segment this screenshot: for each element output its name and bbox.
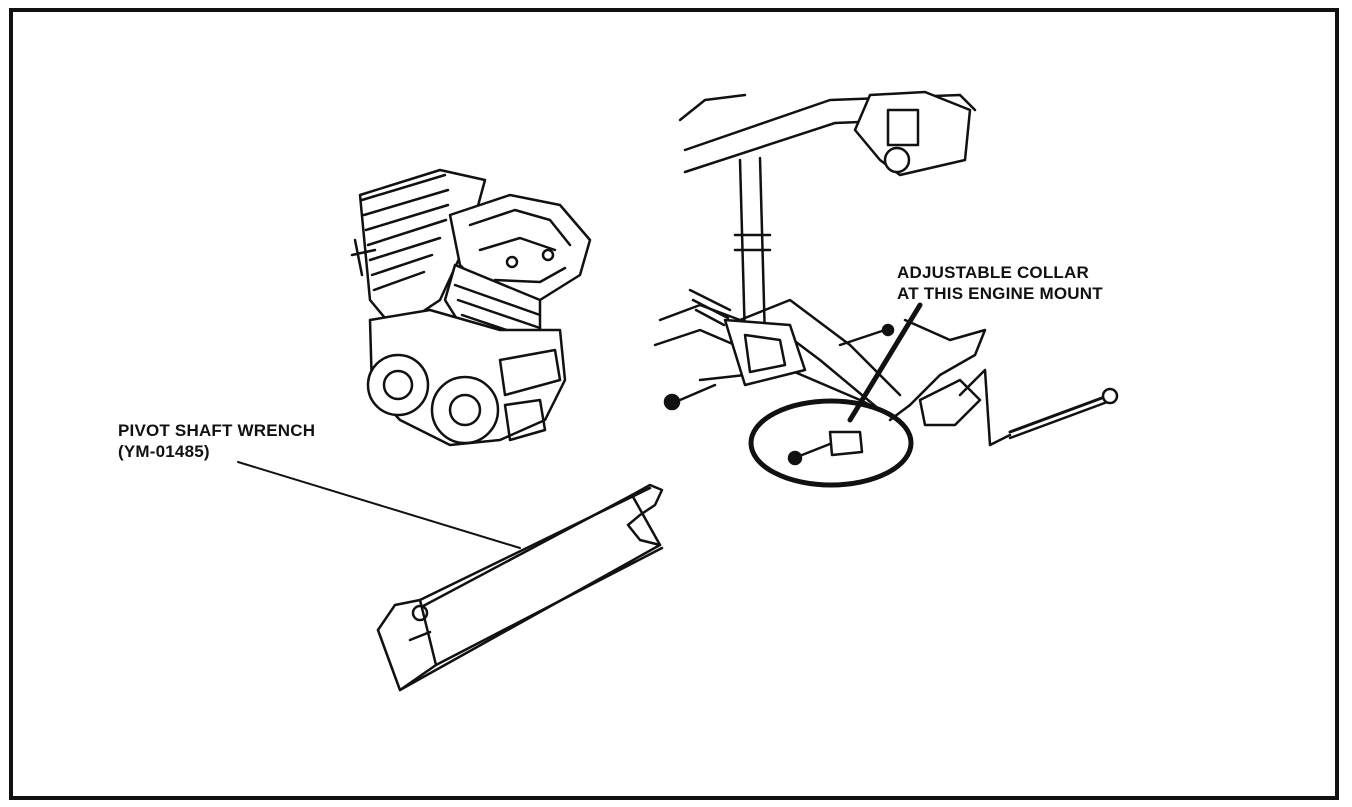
callout-collar-line1: ADJUSTABLE COLLAR [897,263,1089,282]
highlight-circle [748,398,914,488]
callout-wrench-line1: PIVOT SHAFT WRENCH [118,421,316,440]
engine-illustration [350,168,592,447]
frame-illustration [653,90,1119,466]
pivot-shaft-wrench-illustration [376,483,664,692]
pivot-shaft-wrench-callout: PIVOT SHAFT WRENCH (YM-01485) [118,420,315,462]
callout-collar-line2: AT THIS ENGINE MOUNT [897,284,1103,303]
figure-frame [9,8,1339,800]
callout-wrench-line2: (YM-01485) [118,442,210,461]
collar-leader-line [847,302,923,423]
wrench-leader-line [237,461,521,549]
adjustable-collar-callout: ADJUSTABLE COLLAR AT THIS ENGINE MOUNT [897,262,1103,304]
